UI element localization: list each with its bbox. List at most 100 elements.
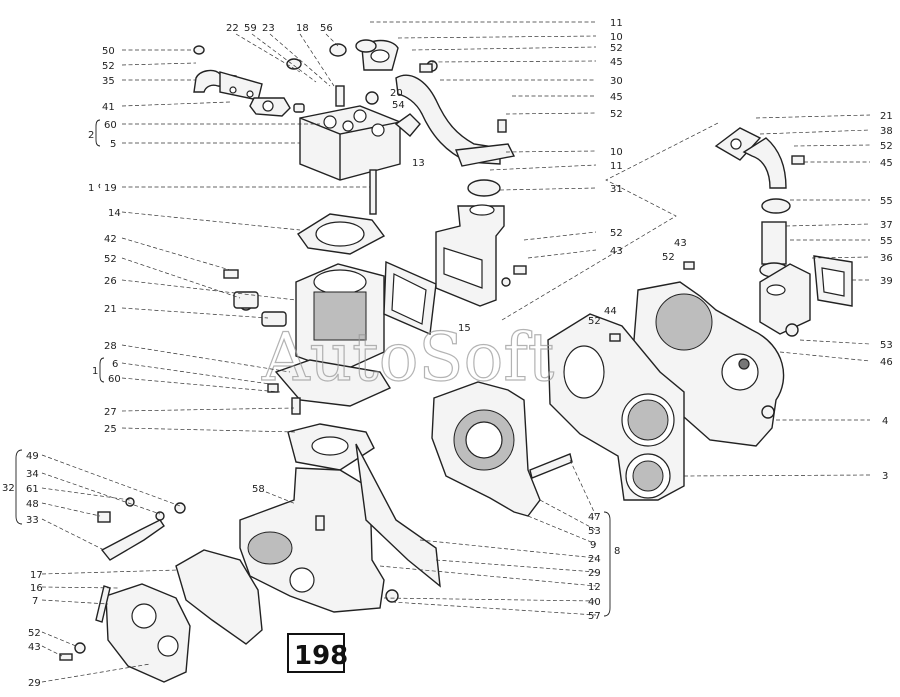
group-label: 1: [88, 183, 94, 194]
callout: 31: [610, 184, 623, 195]
watermark-text: AutoSoft: [261, 319, 554, 396]
pipe-elbow-right: [714, 127, 853, 337]
group-label: 1: [92, 366, 98, 377]
callout: 18: [296, 23, 309, 34]
callout: 43: [610, 246, 623, 257]
callout: 33: [26, 515, 39, 526]
callout: 20: [390, 88, 403, 99]
callout: 58: [252, 484, 265, 495]
callout: 38: [880, 126, 893, 137]
callout: 11: [610, 161, 623, 172]
callout: 53: [880, 340, 893, 351]
callout: 15: [458, 323, 471, 334]
callout: 60: [104, 120, 117, 131]
callout: 17: [30, 570, 43, 581]
callout: 49: [26, 451, 39, 462]
gasket-small: [249, 97, 305, 117]
callout: 27: [104, 407, 117, 418]
callout: 11: [610, 18, 623, 29]
callout: 48: [26, 499, 39, 510]
callout: 52: [28, 628, 41, 639]
callout: 37: [880, 220, 893, 231]
callout: 36: [880, 253, 893, 264]
callout: 52: [610, 109, 623, 120]
callout: 45: [880, 158, 893, 169]
callout: 52: [662, 252, 675, 263]
callout: 7: [32, 596, 38, 607]
callout: 10: [610, 32, 623, 43]
rear-plate: [59, 583, 191, 683]
group-label: 8: [614, 546, 620, 557]
callout: 60: [108, 374, 121, 385]
callout: 52: [588, 316, 601, 327]
callout: 9: [590, 540, 596, 551]
callout: 47: [588, 512, 601, 523]
callout: 41: [102, 102, 115, 113]
callout: 43: [28, 642, 41, 653]
leader-lines-right: [370, 21, 871, 616]
callout: 55: [880, 196, 893, 207]
lever-arm: [97, 497, 186, 561]
callout: 29: [28, 678, 41, 689]
callout: 43: [674, 238, 687, 249]
callout: 21: [880, 111, 893, 122]
bolt-hardware: [223, 63, 805, 415]
callout: 35: [102, 76, 115, 87]
callout: 19: [104, 183, 117, 194]
callout: 10: [610, 147, 623, 158]
callout: 61: [26, 484, 39, 495]
group-label: 2: [88, 130, 94, 141]
parts-artwork: [59, 39, 853, 683]
callouts-left: 50 52 35 41 60 5 19 14 42 52 26 21 28 6 …: [26, 46, 121, 689]
callout: 45: [610, 57, 623, 68]
callout: 6: [112, 359, 118, 370]
callout: 52: [102, 61, 115, 72]
callout: 24: [588, 554, 601, 565]
callout: 52: [610, 228, 623, 239]
stud: [369, 169, 377, 215]
callouts-inline: 22 59 23 18 56 20 54 13 15 43 52 44 52 5…: [226, 23, 687, 505]
callout: 52: [104, 254, 117, 265]
head-gasket: [296, 213, 386, 255]
callout: 5: [110, 139, 116, 150]
timing-housing: [431, 381, 573, 517]
callout: 28: [104, 341, 117, 352]
cylinder-head: [286, 43, 401, 181]
callout: 25: [104, 424, 117, 435]
group-label: 32: [2, 483, 15, 494]
front-cover: [547, 313, 685, 501]
exhaust-pipe: [355, 39, 516, 167]
callout: 3: [882, 471, 888, 482]
connector-dashed: [501, 121, 721, 321]
callout: 12: [588, 582, 601, 593]
callout: 23: [262, 23, 275, 34]
callout: 30: [610, 76, 623, 87]
callout: 16: [30, 583, 43, 594]
callout: 55: [880, 236, 893, 247]
callout: 59: [244, 23, 257, 34]
callout: 4: [882, 416, 888, 427]
callout: 22: [226, 23, 239, 34]
rear-gasket: [175, 549, 263, 645]
callout: 13: [412, 158, 425, 169]
callout: 53: [588, 526, 601, 537]
callout: 39: [880, 276, 893, 287]
callout: 46: [880, 357, 893, 368]
callout: 40: [588, 597, 601, 608]
leader-lines-left: [41, 49, 370, 683]
pipe-elbow-left: [193, 45, 263, 101]
figure-number-box: 198: [287, 633, 348, 673]
callout: 26: [104, 276, 117, 287]
callout: 42: [104, 234, 117, 245]
figure-number: 198: [294, 641, 348, 671]
flange-gasket: [383, 260, 437, 336]
callout: 21: [104, 304, 117, 315]
callout: 57: [588, 611, 601, 622]
callout: 50: [102, 46, 115, 57]
callout: 44: [604, 306, 617, 317]
cylinder-barrel: [233, 263, 392, 407]
callout: 45: [610, 92, 623, 103]
callout: 29: [588, 568, 601, 579]
group-braces: 2 1 1 32 8: [2, 119, 620, 617]
